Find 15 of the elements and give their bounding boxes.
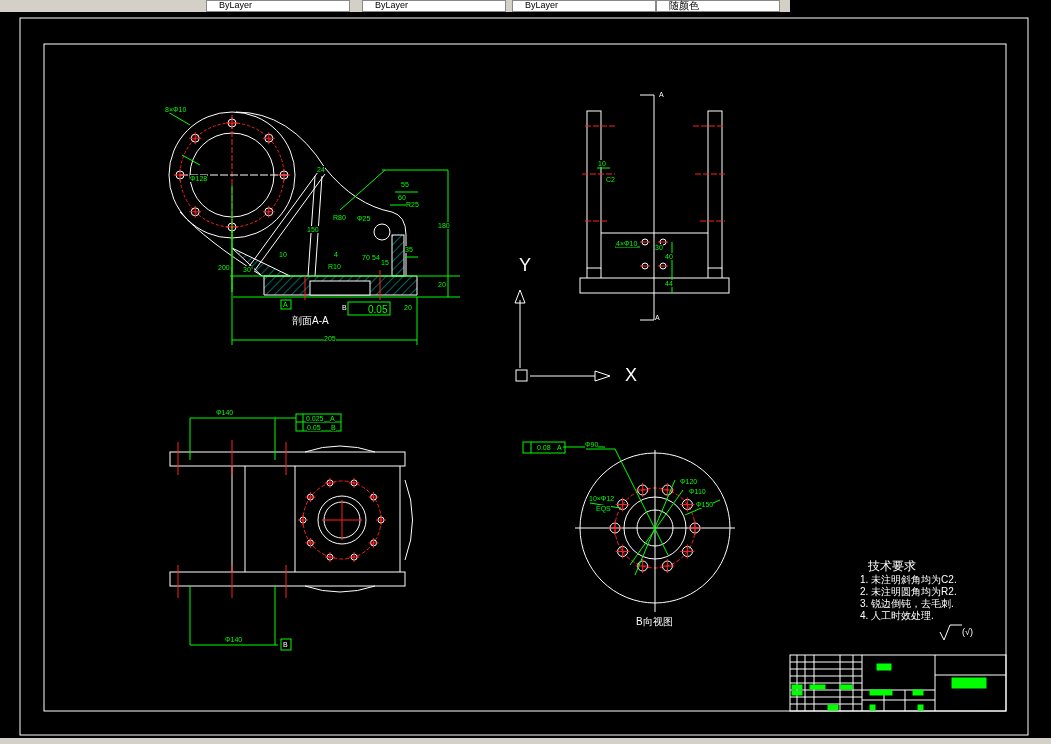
requirements-heading: 技术要求 xyxy=(868,560,916,572)
roughness-note: (√) xyxy=(962,628,973,637)
view-title: 剖面A-A xyxy=(292,316,329,326)
tolerance-value: 0.05 xyxy=(368,305,388,315)
color-dropdown: 随颜色 xyxy=(656,0,780,12)
requirement-note: 2. 未注明圆角均为R2. xyxy=(860,587,957,597)
lineweight-dropdown: ByLayer xyxy=(512,0,656,12)
requirement-note: 3. 锐边倒钝，去毛刺. xyxy=(860,599,954,609)
linetype-dropdown: ByLayer xyxy=(362,0,506,12)
axis-label: Y xyxy=(519,256,531,274)
view-title: B向视图 xyxy=(636,617,673,627)
axis-label: X xyxy=(625,366,637,384)
requirement-note: 1. 未注明斜角均为C2. xyxy=(860,575,957,585)
linetype-dropdown: ByLayer xyxy=(206,0,350,12)
requirement-note: 4. 人工时效处理. xyxy=(860,611,934,621)
